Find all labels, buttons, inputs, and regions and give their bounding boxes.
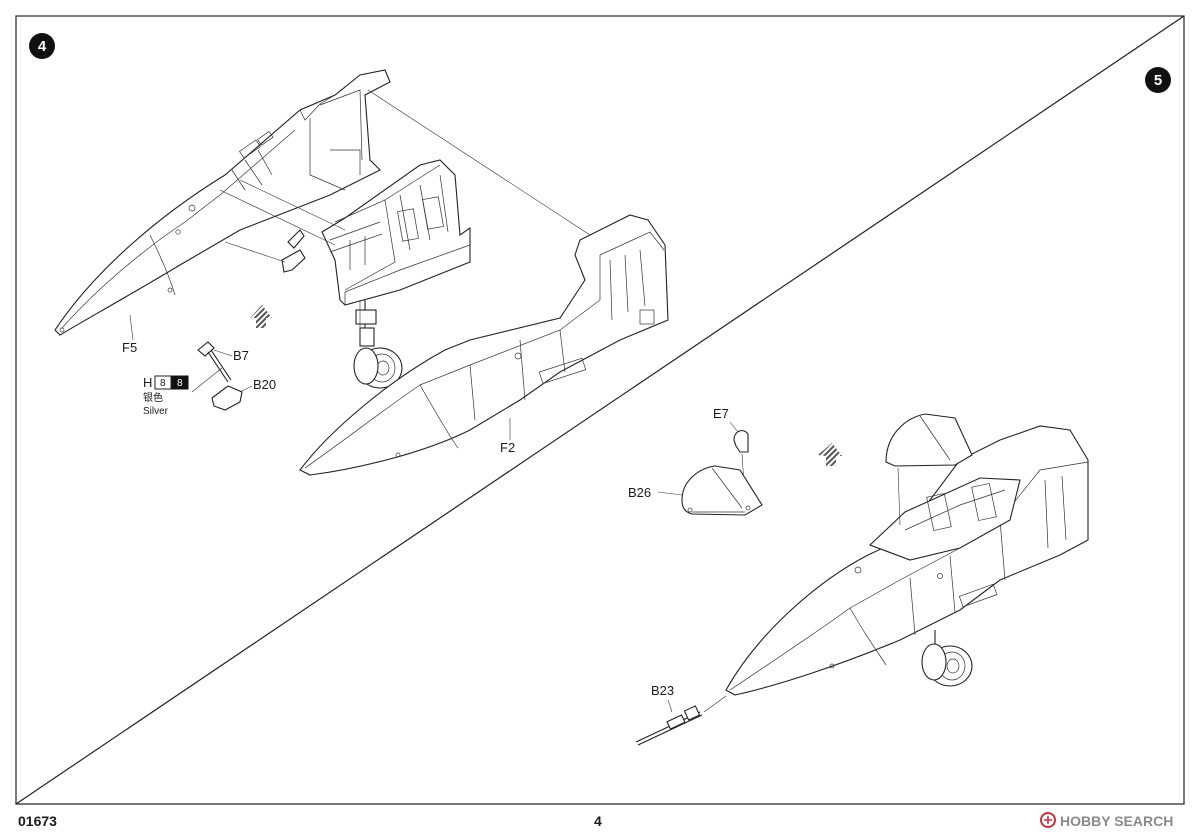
label-f2: F2	[500, 440, 515, 455]
label-e7: E7	[713, 406, 729, 421]
step-4-badge	[29, 33, 55, 59]
paint-code-letter: H	[143, 375, 152, 390]
part-f5-nose-upper	[54, 69, 391, 336]
page-number: 4	[594, 813, 602, 829]
part-b26-canopy	[681, 465, 763, 516]
part-assembled-fuselage	[725, 413, 1089, 696]
direction-arrow-step4	[250, 305, 272, 328]
part-small-bracket	[224, 229, 306, 273]
label-b26: B26	[628, 485, 651, 500]
label-f5: F5	[122, 340, 137, 355]
step-4: 4 F5	[29, 33, 669, 476]
direction-arrow-step5	[818, 443, 842, 466]
paint-name-cn: 银色	[143, 391, 163, 404]
step-5-badge	[1145, 67, 1171, 93]
part-b23-pitot	[635, 695, 727, 746]
step-5: 5 E7 B26	[628, 67, 1171, 746]
paint-name-en: Silver	[143, 406, 169, 417]
paint-callout-silver: H 8 8 银色 Silver	[143, 375, 189, 417]
part-b7-b20	[191, 341, 253, 411]
watermark-logo-icon	[1040, 812, 1056, 828]
watermark-text: HOBBY SEARCH	[1060, 813, 1173, 829]
watermark: HOBBY SEARCH	[1040, 812, 1173, 829]
label-b20: B20	[253, 377, 276, 392]
step-divider	[15, 15, 1185, 805]
part-nose-gear	[353, 300, 403, 389]
part-e7	[729, 421, 749, 485]
paint-code-box-2: 8	[177, 378, 183, 389]
paint-code-box-1: 8	[160, 378, 166, 389]
model-number: 01673	[18, 813, 57, 829]
label-b23: B23	[651, 683, 674, 698]
step-5-number: 5	[1154, 72, 1162, 89]
page-frame	[15, 15, 1185, 805]
part-f2-fuselage-lower	[299, 89, 669, 476]
step-4-number: 4	[38, 38, 47, 55]
part-cockpit-tub	[219, 159, 471, 306]
label-b7: B7	[233, 348, 249, 363]
